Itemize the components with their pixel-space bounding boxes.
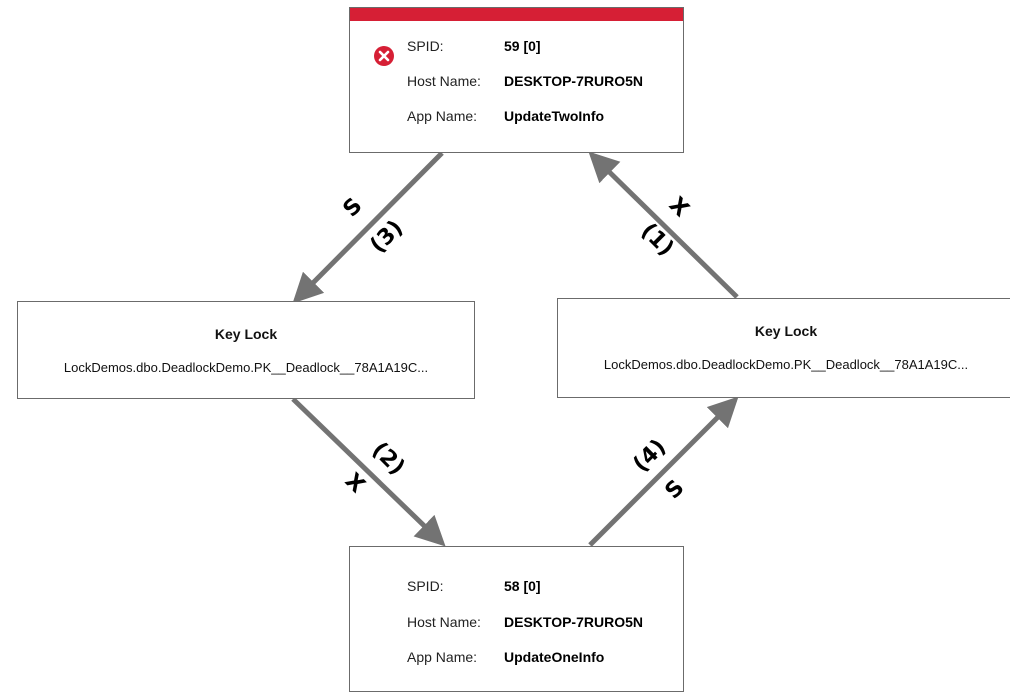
edge-right-to-top [588, 151, 739, 299]
app-name-label: App Name: [407, 108, 478, 124]
app-name-value: UpdateTwoInfo [504, 108, 605, 124]
app-name-value: UpdateOneInfo [504, 649, 605, 665]
host-name-value: DESKTOP-7RURO5N [504, 73, 643, 89]
resource-title: Key Lock [214, 326, 278, 342]
error-x-circle-icon [374, 46, 394, 66]
host-name-label: Host Name: [407, 614, 481, 630]
process-node[interactable]: SPID: 58 [0] Host Name: DESKTOP-7RURO5N … [349, 546, 684, 692]
spid-value: 58 [0] [504, 578, 541, 594]
edge-label-mode: X [340, 469, 370, 499]
resource-title: Key Lock [754, 323, 818, 339]
app-name-label: App Name: [407, 649, 478, 665]
process-node-victim[interactable]: SPID: 59 [0] Host Name: DESKTOP-7RURO5N … [349, 7, 684, 153]
resource-node-key-lock-left[interactable]: Key Lock LockDemos.dbo.DeadlockDemo.PK__… [17, 301, 475, 399]
edge-label-mode: S [661, 475, 690, 504]
spid-label: SPID: [407, 578, 444, 594]
resource-name: LockDemos.dbo.DeadlockDemo.PK__Deadlock_… [603, 357, 969, 372]
edge-label-mode: X [664, 193, 694, 223]
resource-node-key-lock-right[interactable]: Key Lock LockDemos.dbo.DeadlockDemo.PK__… [557, 298, 1010, 398]
edge-label-order: (1) [636, 219, 679, 262]
host-name-label: Host Name: [407, 73, 481, 89]
host-name-value: DESKTOP-7RURO5N [504, 614, 643, 630]
edge-bottom-to-right [588, 396, 739, 547]
spid-label: SPID: [407, 38, 444, 54]
edge-top-to-left [292, 151, 444, 304]
spid-value: 59 [0] [504, 38, 541, 54]
edge-label-mode: S [339, 193, 368, 222]
victim-bar [350, 8, 683, 21]
edge-left-to-bottom [291, 397, 446, 547]
resource-name: LockDemos.dbo.DeadlockDemo.PK__Deadlock_… [63, 360, 429, 375]
